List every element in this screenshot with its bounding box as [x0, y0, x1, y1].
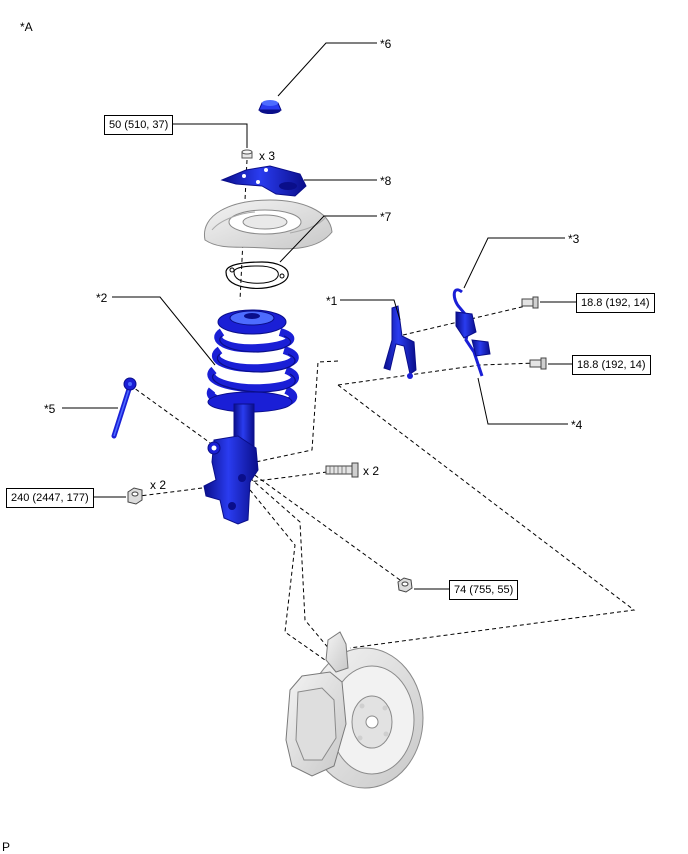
body-shock-tower — [204, 199, 333, 250]
callout-5: *5 — [44, 402, 56, 416]
callout-4: *4 — [571, 418, 583, 432]
brake-disc-and-caliper — [285, 631, 424, 789]
knuckle-bolt-quantity: x 2 — [363, 464, 380, 478]
stabilizer-link-nut — [397, 577, 413, 593]
torque-spec-stabilizer-link-nut: 74 (755, 55) — [449, 580, 519, 600]
sensor-bolt-lower — [529, 357, 547, 370]
strut-upper-cap — [258, 100, 282, 114]
callout-8: *8 — [380, 174, 392, 188]
stabilizer-link — [111, 377, 137, 439]
torque-spec-upper-support-nut: 50 (510, 37) — [104, 115, 174, 135]
strut-gasket — [225, 261, 289, 289]
torque-spec-strut-knuckle-nut: 240 (2447, 177) — [6, 488, 94, 508]
callout-leader-lines — [62, 42, 576, 590]
upper-support-nut — [241, 149, 253, 159]
upper-nut-quantity: x 3 — [259, 149, 276, 163]
strut-knuckle-nut — [127, 487, 143, 505]
front-strut-assembly — [203, 309, 300, 525]
view-label: *A — [20, 20, 33, 34]
sensor-bolt-upper — [521, 296, 539, 309]
callout-1: *1 — [326, 294, 338, 308]
page-code: P — [2, 840, 11, 854]
torque-spec-sensor-bolt-lower: 18.8 (192, 14) — [572, 355, 651, 375]
flexible-hose-bracket — [383, 305, 417, 379]
speed-sensor-harness — [452, 288, 491, 377]
callout-3: *3 — [568, 232, 580, 246]
strut-upper-support — [220, 165, 307, 197]
callout-7: *7 — [380, 210, 392, 224]
knuckle-nut-quantity: x 2 — [150, 478, 167, 492]
callout-2: *2 — [96, 291, 108, 305]
strut-knuckle-bolt — [325, 462, 359, 478]
callout-6: *6 — [380, 37, 392, 51]
torque-spec-sensor-bolt-upper: 18.8 (192, 14) — [576, 293, 655, 313]
